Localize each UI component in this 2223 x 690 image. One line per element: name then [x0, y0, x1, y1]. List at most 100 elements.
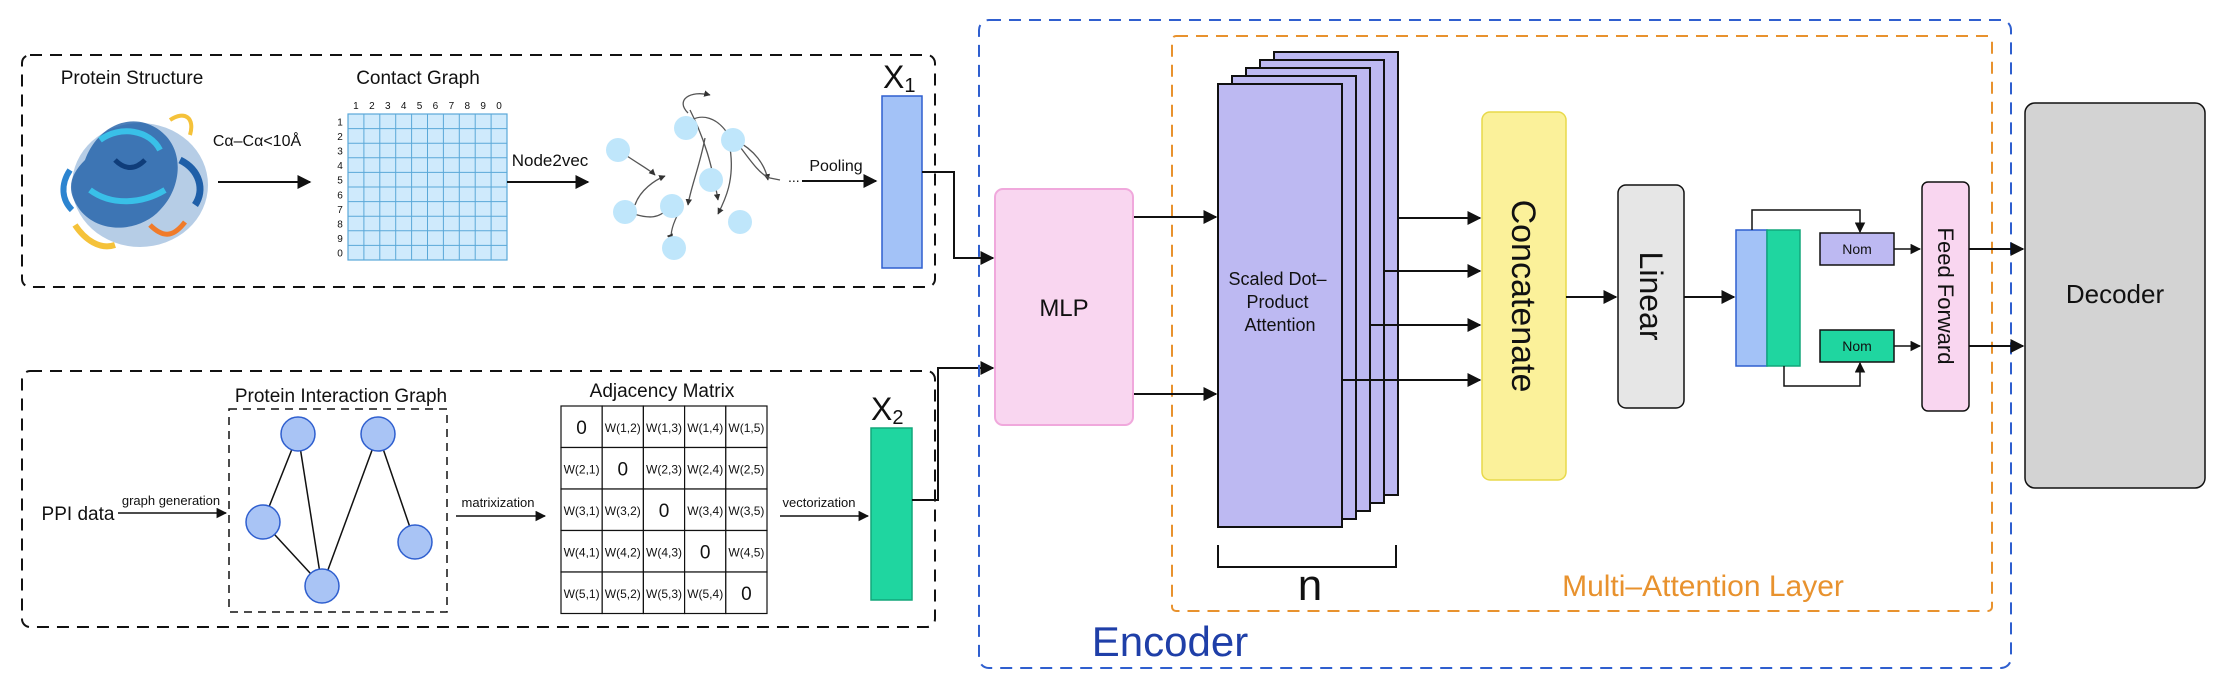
nom-top-block	[1819, 232, 1895, 266]
contact-row-header: 9	[337, 234, 343, 245]
node2vec-label: Node2vec	[512, 151, 589, 170]
adjacency-cell-value: 0	[700, 542, 711, 563]
adjacency-matrix: 0 W(1,2) W(1,3) W(1,4) W(1,5) W(2,1) 0 W(2,3) W(…	[560, 405, 768, 615]
encoder-label: Encoder	[1092, 618, 1248, 665]
contact-graph-label: Contact Graph	[356, 68, 480, 89]
contact-col-header: 0	[496, 101, 502, 112]
attention-stack	[1217, 51, 1399, 528]
adjacency-cell-value: W(2,1)	[564, 462, 600, 476]
contact-col-header: 7	[449, 101, 455, 112]
scaled-dot-product-attention-block	[1217, 83, 1343, 528]
contact-col-header: 8	[464, 101, 470, 112]
adjacency-cell-value: 0	[741, 584, 752, 605]
adjacency-matrix-label: Adjacency Matrix	[590, 381, 735, 402]
adjacency-cell-value: W(1,2)	[605, 421, 641, 435]
contact-row-header: 0	[337, 249, 343, 260]
adjacency-cell	[642, 488, 686, 532]
adjacency-cell	[683, 405, 727, 449]
adjacency-cell-value: W(3,2)	[605, 504, 641, 518]
adjacency-cell	[642, 446, 686, 490]
adjacency-cell-value: W(5,3)	[646, 587, 682, 601]
adjacency-cell-value: W(2,5)	[728, 462, 764, 476]
adjacency-cell	[560, 446, 603, 490]
adjacency-cell-value: W(2,4)	[687, 462, 723, 476]
protein-interaction-graph	[262, 433, 416, 587]
x1-vector	[881, 95, 923, 269]
concatenate-label: Concatenate	[1504, 200, 1542, 393]
adjacency-cell-value: W(4,2)	[605, 545, 641, 559]
adjacency-cell-value: W(3,1)	[564, 504, 600, 518]
multi-attention-layer-box	[1171, 35, 1993, 612]
protein-structure-label: Protein Structure	[61, 68, 204, 89]
n-bracket	[1217, 545, 1397, 568]
contact-col-header: 1	[353, 101, 359, 112]
node2vec-nodes	[606, 116, 752, 260]
contact-row-header: 4	[337, 161, 343, 172]
x1-label: X1	[883, 59, 915, 97]
adjacency-cell	[560, 571, 603, 615]
adjacency-cell	[642, 571, 686, 615]
contact-row-header: 2	[337, 132, 343, 143]
pooling-label: Pooling	[809, 158, 862, 175]
adjacency-cell	[601, 446, 645, 490]
n-label: n	[1298, 561, 1322, 610]
attention-label: Scaled Dot– Product Attention	[1228, 269, 1331, 335]
adjacency-cell-value: W(5,4)	[687, 587, 723, 601]
adjacency-cell-value: W(4,3)	[646, 545, 682, 559]
contact-row-header: 5	[337, 176, 343, 187]
contact-col-header: 3	[385, 101, 391, 112]
adjacency-cell	[725, 571, 768, 615]
adjacency-cell-value: W(1,4)	[687, 421, 723, 435]
adjacency-cell	[725, 446, 768, 490]
contact-graph-row-headers: 1 2 3 4 5 6 7 8 9 0	[337, 117, 343, 259]
adjacency-cell	[725, 529, 768, 573]
contact-row-header: 3	[337, 147, 343, 158]
protein-interaction-graph-label: Protein Interaction Graph	[235, 386, 447, 407]
contact-row-header: 6	[337, 190, 343, 201]
distance-label: Cα–Cα<10Å	[213, 131, 302, 150]
adjacency-cell-value: 0	[659, 501, 670, 522]
vectorization-label: vectorization	[783, 495, 856, 510]
adjacency-cell	[683, 488, 727, 532]
contact-row-header: 8	[337, 220, 343, 231]
arrow-residual-to-nom-top	[1751, 209, 1866, 234]
adjacency-cell	[560, 488, 603, 532]
adjacency-cell-value: W(1,5)	[728, 421, 764, 435]
walk-ellipsis: ...	[788, 169, 800, 185]
linear-label: Linear	[1633, 252, 1669, 341]
arrow-x1-to-mlp	[922, 171, 995, 265]
residual-blue-block	[1735, 229, 1768, 367]
x2-label: X2	[871, 391, 903, 429]
protein-structure-panel	[21, 54, 936, 288]
feed-forward-block	[1921, 181, 1970, 412]
nom-top-label: Nom	[1842, 241, 1872, 257]
adjacency-cell	[642, 529, 686, 573]
adjacency-cell-value: W(5,2)	[605, 587, 641, 601]
adjacency-cell	[642, 405, 686, 449]
adjacency-cell-value: W(1,3)	[646, 421, 682, 435]
feed-forward-label: Feed Forward	[1933, 228, 1958, 365]
adjacency-cell-value: W(2,3)	[646, 462, 682, 476]
attention-to-concat-arrows	[1342, 211, 1482, 387]
contact-graph-grid	[347, 113, 508, 261]
adjacency-cell-value: W(3,4)	[687, 504, 723, 518]
protein-interaction-nodes	[245, 416, 433, 604]
contact-row-header: 7	[337, 205, 343, 216]
arrow-residual-to-nom-bottom	[1783, 361, 1866, 387]
adjacency-cell	[725, 488, 768, 532]
residual-teal-block	[1766, 229, 1801, 367]
adjacency-cell	[601, 488, 645, 532]
ppi-data-label: PPI data	[42, 504, 115, 525]
graph-generation-label: graph generation	[122, 493, 220, 508]
mlp-label: MLP	[1039, 295, 1088, 322]
contact-col-header: 9	[480, 101, 486, 112]
adjacency-cell-value: 0	[618, 459, 629, 480]
adjacency-cell	[601, 405, 645, 449]
contact-row-header: 1	[337, 117, 343, 128]
x2-vector	[870, 427, 913, 601]
decoder-block	[2024, 102, 2206, 489]
matrixization-label: matrixization	[462, 495, 535, 510]
contact-col-header: 6	[433, 101, 439, 112]
protein-structure-image	[60, 113, 208, 250]
